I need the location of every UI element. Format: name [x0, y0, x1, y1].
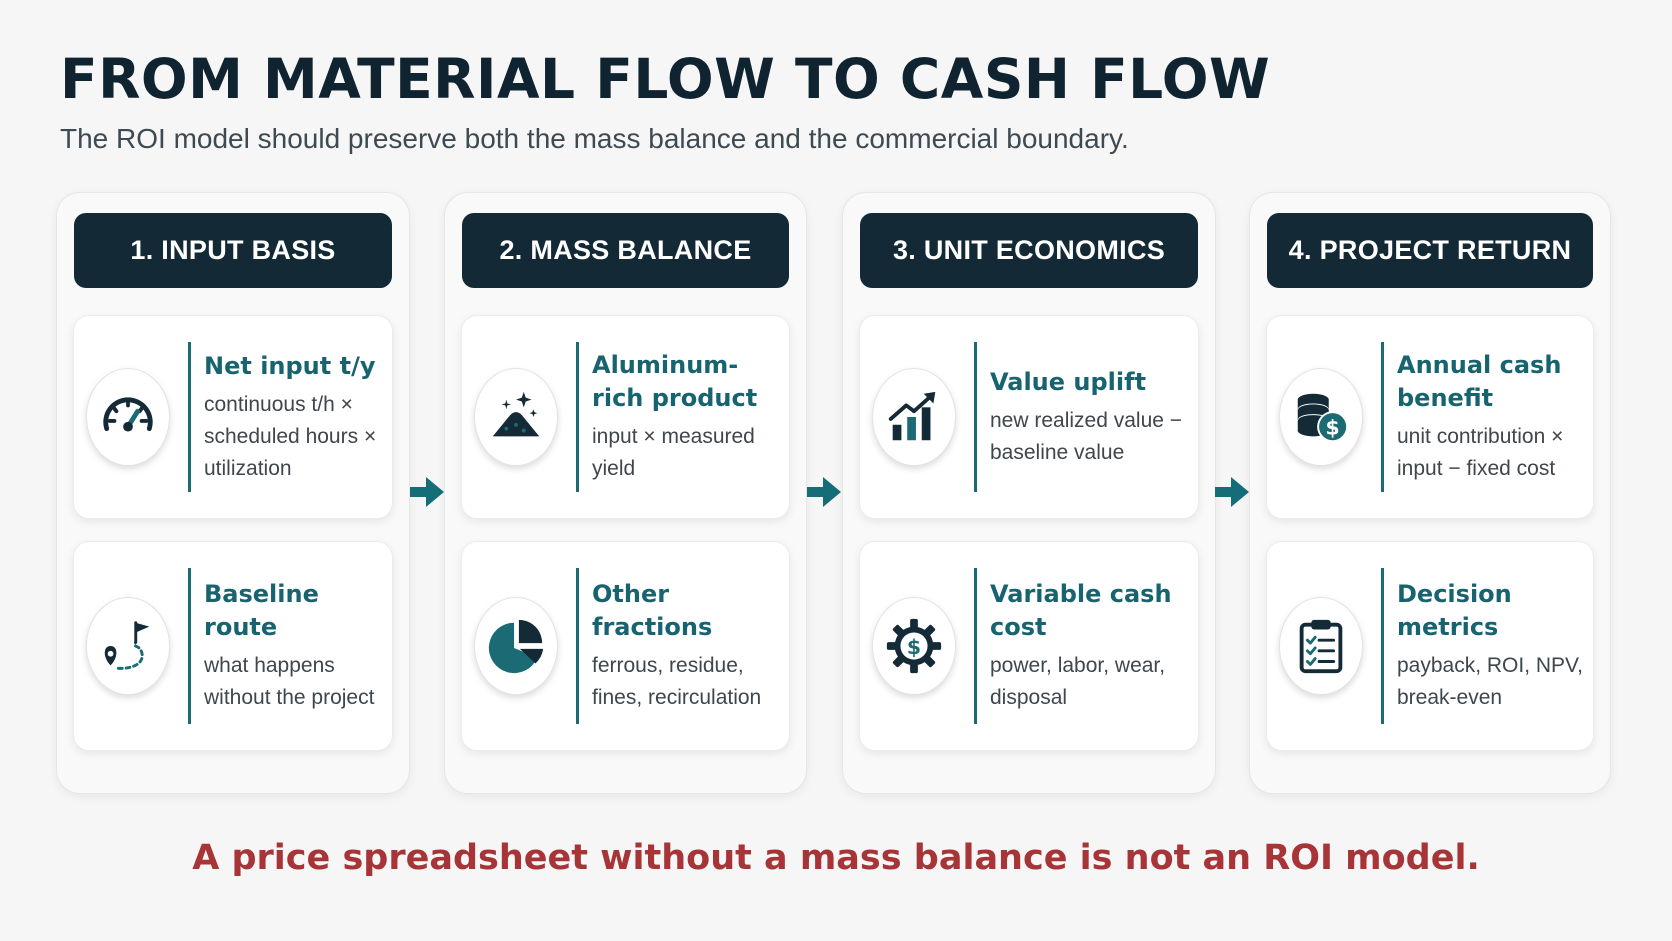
card-title: Baseline route [204, 579, 319, 642]
card-title: Decision metrics [1397, 579, 1512, 642]
card-description: unit contribution × input − fixed cost [1397, 425, 1564, 481]
card-divider [188, 568, 191, 724]
card-baseline-route: Baseline route what happens without the … [73, 541, 393, 751]
svg-text:$: $ [907, 635, 921, 659]
card-divider [576, 568, 579, 724]
flow-arrow-icon [408, 471, 448, 513]
card-divider [974, 568, 977, 724]
sparkle-pile-icon [474, 368, 558, 466]
flow-arrow-icon [1213, 471, 1253, 513]
card-other-fractions: Other fractions ferrous, residue, fines,… [461, 541, 790, 751]
growth-chart-icon [872, 368, 956, 466]
card-title: Value uplift [990, 367, 1147, 396]
card-decision-metrics: Decision metrics payback, ROI, NPV, brea… [1266, 541, 1594, 751]
card-value-uplift: Value uplift new realized value − baseli… [859, 315, 1199, 519]
card-divider [974, 342, 977, 492]
column-mass-balance: 2. MASS BALANCE Aluminum-rich product in… [444, 192, 807, 794]
pie-chart-icon [474, 597, 558, 695]
column-project-return: 4. PROJECT RETURN $ Annual cash benefit … [1249, 192, 1611, 794]
card-divider [188, 342, 191, 492]
route-flag-icon [86, 597, 170, 695]
column-unit-economics: 3. UNIT ECONOMICS Value uplift new reali… [842, 192, 1216, 794]
column-input-basis: 1. INPUT BASIS Net input t/y continuous … [56, 192, 410, 794]
card-description: payback, ROI, NPV, break-even [1397, 654, 1583, 710]
card-title: Other fractions [592, 579, 713, 642]
card-description: continuous t/h × scheduled hours × utili… [204, 392, 377, 480]
footer-callout: A price spreadsheet without a mass balan… [192, 838, 1480, 878]
card-divider [576, 342, 579, 492]
column-header: 4. PROJECT RETURN [1267, 213, 1593, 288]
card-divider [1381, 342, 1384, 492]
card-description: ferrous, residue, fines, recirculation [592, 654, 762, 710]
clipboard-checklist-icon [1279, 597, 1363, 695]
card-description: what happens without the project [204, 654, 375, 710]
column-header: 3. UNIT ECONOMICS [860, 213, 1198, 288]
page-subtitle: The ROI model should preserve both the m… [60, 123, 1129, 154]
card-title: Annual cash benefit [1397, 350, 1562, 413]
svg-text:$: $ [1326, 415, 1340, 439]
card-description: new realized value − baseline value [990, 408, 1183, 464]
card-annual-cash-benefit: $ Annual cash benefit unit contribution … [1266, 315, 1594, 519]
card-description: power, labor, wear, disposal [990, 654, 1166, 710]
coins-dollar-icon: $ [1279, 368, 1363, 466]
column-header: 1. INPUT BASIS [74, 213, 392, 288]
speedometer-icon [86, 368, 170, 466]
page-title: FROM MATERIAL FLOW TO CASH FLOW [60, 47, 1271, 111]
gear-dollar-icon: $ [872, 597, 956, 695]
flow-arrow-icon [805, 471, 845, 513]
card-net-input: Net input t/y continuous t/h × scheduled… [73, 315, 393, 519]
card-title: Variable cash cost [990, 579, 1172, 642]
card-title: Aluminum-rich product [592, 350, 758, 413]
card-aluminum-product: Aluminum-rich product input × measured y… [461, 315, 790, 519]
card-title: Net input t/y [204, 351, 376, 380]
column-header: 2. MASS BALANCE [462, 213, 789, 288]
card-variable-cash-cost: $ Variable cash cost power, labor, wear,… [859, 541, 1199, 751]
card-divider [1381, 568, 1384, 724]
card-description: input × measured yield [592, 425, 755, 481]
